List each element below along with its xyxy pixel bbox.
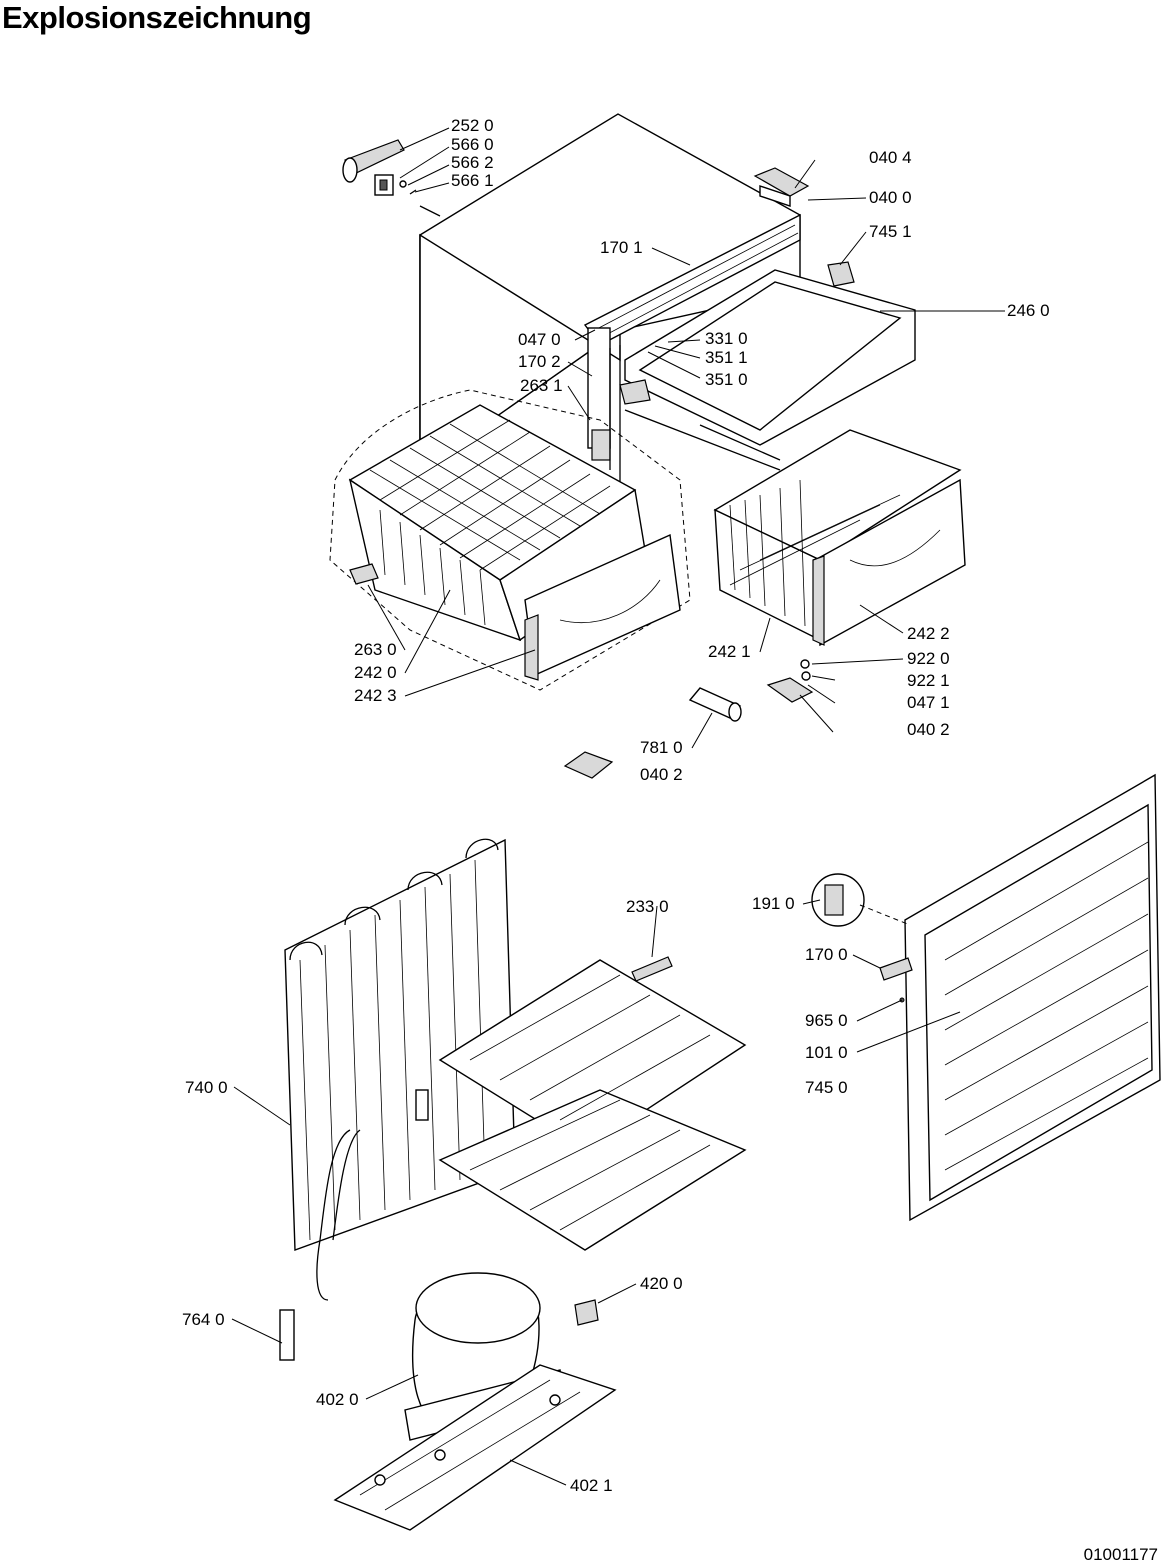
top-right-hinge-parts	[753, 167, 855, 287]
callout-242-0: 242 0	[354, 663, 397, 682]
callout-040-2-left: 040 2	[640, 765, 683, 784]
leader-lines	[231, 127, 1005, 1486]
callout-402-0: 402 0	[316, 1390, 359, 1409]
callout-233-0: 233 0	[626, 897, 669, 916]
callout-040-4: 040 4	[869, 148, 912, 167]
right-drawer-basket	[713, 429, 966, 647]
callout-740-0: 740 0	[185, 1078, 228, 1097]
callout-labels: 252 0 566 0 566 2 566 1 040 4 040 0 745 …	[182, 116, 1050, 1495]
callout-263-1: 263 1	[520, 376, 563, 395]
glass-shelf	[619, 269, 916, 471]
callout-242-1: 242 1	[708, 642, 751, 661]
small-parts	[563, 659, 814, 779]
callout-242-3: 242 3	[354, 686, 397, 705]
callout-040-0: 040 0	[869, 188, 912, 207]
callout-101-0: 101 0	[805, 1043, 848, 1062]
callout-170-1: 170 1	[600, 238, 643, 257]
callout-170-2: 170 2	[518, 352, 561, 371]
callout-566-0: 566 0	[451, 135, 494, 154]
callout-246-0: 246 0	[1007, 301, 1050, 320]
callout-566-2: 566 2	[451, 153, 494, 172]
base-plate	[333, 1364, 617, 1531]
callout-242-2: 242 2	[907, 624, 950, 643]
callout-047-1: 047 1	[907, 693, 950, 712]
callout-922-0: 922 0	[907, 649, 950, 668]
callout-351-1: 351 1	[705, 348, 748, 367]
document-number: 01001177	[1083, 1545, 1158, 1564]
callout-040-2-right: 040 2	[907, 720, 950, 739]
callout-566-1: 566 1	[451, 171, 494, 190]
callout-191-0: 191 0	[752, 894, 795, 913]
top-hinge-parts	[342, 139, 441, 217]
callout-402-1: 402 1	[570, 1476, 613, 1495]
left-drawer-basket	[329, 389, 691, 691]
callout-745-1: 745 1	[869, 222, 912, 241]
callout-420-0: 420 0	[640, 1274, 683, 1293]
page-title: Explosionszeichnung	[2, 0, 312, 35]
callout-263-0: 263 0	[354, 640, 397, 659]
callout-781-0: 781 0	[640, 738, 683, 757]
callout-965-0: 965 0	[805, 1011, 848, 1030]
callout-252-0: 252 0	[451, 116, 494, 135]
callout-351-0: 351 0	[705, 370, 748, 389]
callout-745-0: 745 0	[805, 1078, 848, 1097]
callout-764-0: 764 0	[182, 1310, 225, 1329]
callout-170-0: 170 0	[805, 945, 848, 964]
callout-331-0: 331 0	[705, 329, 748, 348]
callout-047-0: 047 0	[518, 330, 561, 349]
door	[811, 773, 1161, 1222]
callout-922-1: 922 1	[907, 671, 950, 690]
evaporator-shelves	[438, 956, 747, 1251]
